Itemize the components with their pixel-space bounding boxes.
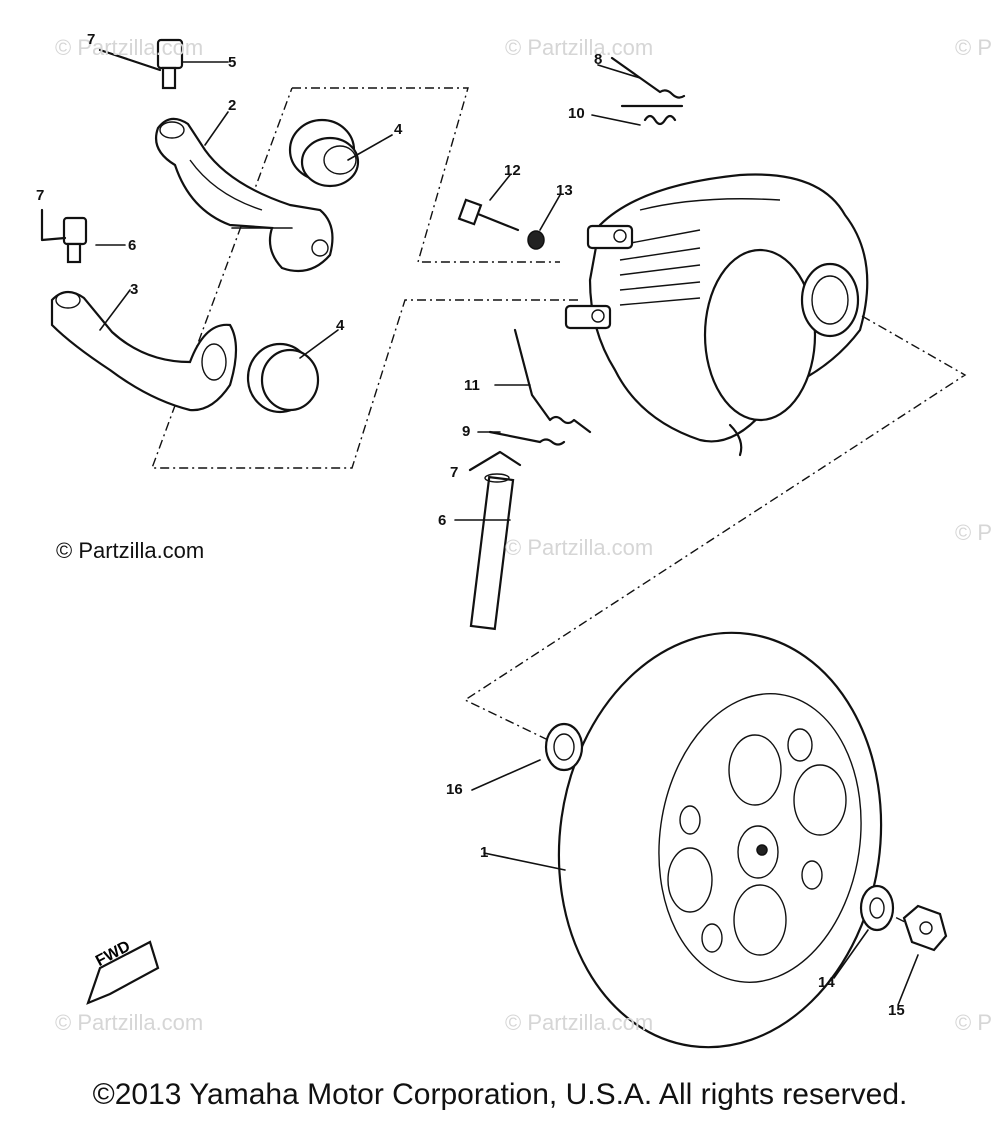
arm-group-outline <box>150 87 578 469</box>
watermark: © Partzilla.com <box>505 35 654 60</box>
adjuster-upper <box>156 38 184 90</box>
callout-6: 6 <box>128 237 137 254</box>
callout-15: 15 <box>888 1002 905 1019</box>
disc-bolt-line <box>759 849 926 933</box>
adjuster-lower <box>62 216 88 264</box>
pivot-cover-upper <box>288 118 360 188</box>
callout-9: 9 <box>462 423 471 440</box>
pivot-cover-lower <box>246 342 320 414</box>
callout-7: 7 <box>87 31 96 48</box>
disc-washer-left <box>544 722 584 772</box>
spring-top <box>610 56 686 99</box>
brake-disc <box>557 631 883 1049</box>
callout-10: 10 <box>568 105 585 122</box>
spring-upper <box>620 104 684 126</box>
callout-7: 7 <box>450 464 459 481</box>
callout-16: 16 <box>446 781 463 798</box>
spring-left <box>513 328 592 434</box>
callout-4: 4 <box>394 121 403 138</box>
watermark: © P <box>955 1010 992 1035</box>
callout-leader-lines <box>95 61 919 1006</box>
cotter-pin-left <box>40 208 67 242</box>
brake-caliper-housing <box>564 173 869 457</box>
callout-12: 12 <box>504 162 521 179</box>
mounting-nut <box>527 230 545 250</box>
forward-arrow-icon <box>86 940 160 1005</box>
watermark: © Partzilla.com <box>55 35 204 60</box>
shim-9 <box>488 430 566 446</box>
callout-8: 8 <box>594 51 603 68</box>
mounting-bolt <box>457 198 520 232</box>
watermark: © P <box>955 35 992 60</box>
watermark: © P <box>955 520 992 545</box>
callout-13: 13 <box>556 182 573 199</box>
axle-washer <box>859 884 895 932</box>
watermark: © Partzilla.com <box>505 535 654 560</box>
copyright-notice: ©2013 Yamaha Motor Corporation, U.S.A. A… <box>92 1078 908 1111</box>
cotter-pin-mid <box>468 450 522 472</box>
brake-arm-upper <box>154 117 334 273</box>
callout-14: 14 <box>818 974 835 991</box>
callout-6: 6 <box>438 512 447 529</box>
callout-11: 11 <box>464 377 480 394</box>
callout-7: 7 <box>36 187 45 204</box>
callout-2: 2 <box>228 97 237 114</box>
axle-nut <box>902 904 948 952</box>
brake-arm-lower <box>50 290 238 412</box>
partzilla-credit: © Partzilla.com <box>56 538 205 563</box>
callout-3: 3 <box>130 281 139 298</box>
cotter-pin-upper <box>98 48 162 72</box>
callout-1: 1 <box>480 844 489 861</box>
pivot-shaft <box>469 473 515 631</box>
callout-4: 4 <box>336 317 345 334</box>
disc-assembly-line <box>463 315 967 766</box>
watermark: © Partzilla.com <box>55 1010 204 1035</box>
callout-5: 5 <box>228 54 237 71</box>
watermark: © Partzilla.com <box>505 1010 654 1035</box>
